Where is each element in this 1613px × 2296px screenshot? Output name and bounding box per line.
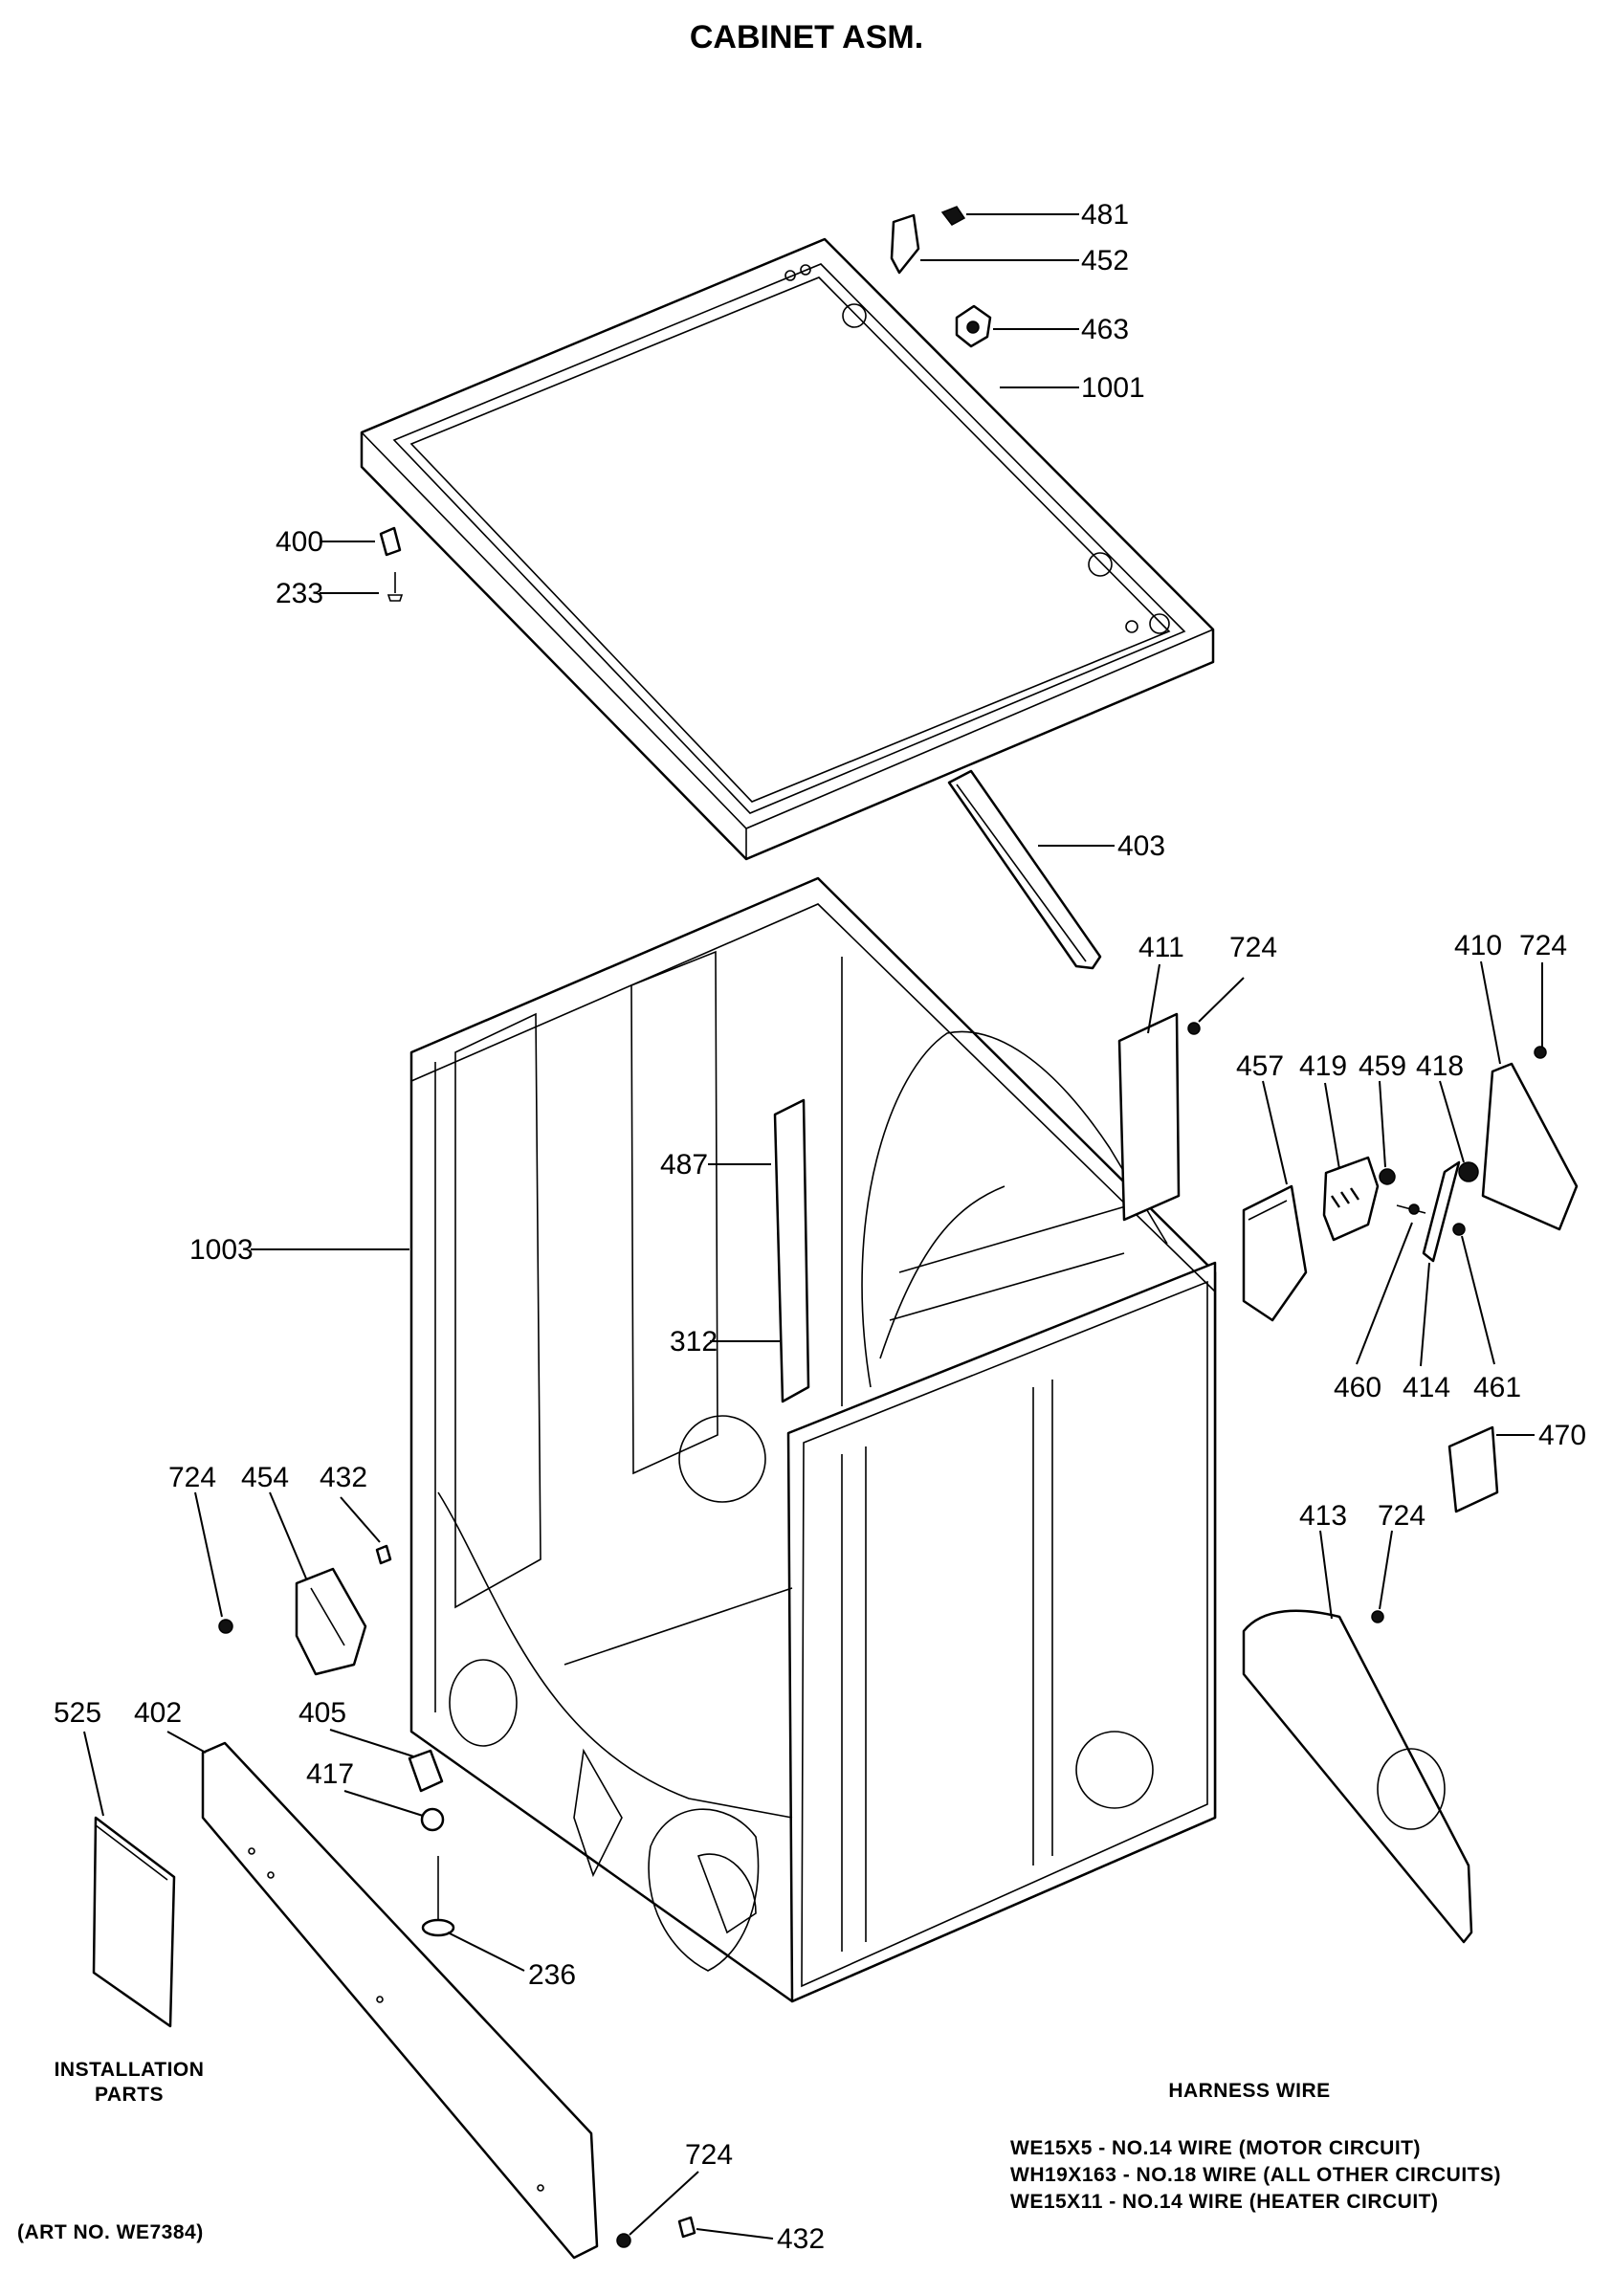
- panel-413: [1242, 1609, 1473, 1944]
- callout-481: 481: [1081, 199, 1129, 231]
- callout-403: 403: [1117, 830, 1165, 862]
- screw-460: [1396, 1203, 1426, 1215]
- callout-452: 452: [1081, 245, 1129, 276]
- part-454: [295, 1567, 367, 1676]
- cabinet-body-1003: [409, 876, 1217, 2003]
- callout-487: 487: [660, 1149, 708, 1181]
- installation-parts-label-2: PARTS: [95, 2084, 164, 2106]
- callout-461: 461: [1473, 1372, 1521, 1403]
- callout-414: 414: [1403, 1372, 1450, 1403]
- callout-460: 460: [1334, 1372, 1381, 1403]
- leveling-leg-236: [421, 1856, 455, 1937]
- strap-414: [1422, 1160, 1461, 1263]
- screw-724-mid: [1371, 1610, 1384, 1623]
- callout-419: 419: [1299, 1050, 1347, 1082]
- part-432-upper: [375, 1544, 392, 1565]
- callout-724-a: 724: [1229, 932, 1277, 963]
- callout-724-e: 724: [685, 2139, 733, 2171]
- screw-724-right: [1534, 1046, 1547, 1059]
- callout-432-a: 432: [320, 1462, 367, 1493]
- callout-525: 525: [54, 1697, 101, 1729]
- callout-459: 459: [1359, 1050, 1406, 1082]
- nut-417: [420, 1807, 445, 1832]
- cover-410: [1481, 1062, 1579, 1231]
- bracket-411: [1117, 1012, 1181, 1222]
- callout-400: 400: [276, 526, 323, 558]
- part-459: [1379, 1168, 1396, 1185]
- part-481: [940, 206, 966, 226]
- screw-724-left: [218, 1619, 233, 1634]
- callout-724-d: 724: [1378, 1500, 1425, 1532]
- art-number: (ART NO. WE7384): [17, 2221, 204, 2243]
- callout-1001: 1001: [1081, 372, 1145, 404]
- part-461: [1452, 1223, 1466, 1236]
- part-418: [1458, 1161, 1479, 1182]
- callout-470: 470: [1538, 1420, 1586, 1451]
- screw-724-bottom: [616, 2233, 631, 2248]
- callout-724-c: 724: [168, 1462, 216, 1493]
- callout-724-b: 724: [1519, 930, 1567, 961]
- callout-432-b: 432: [777, 2223, 825, 2255]
- callout-418: 418: [1416, 1050, 1464, 1082]
- leader-lines: [83, 213, 1543, 2240]
- callout-233: 233: [276, 578, 323, 609]
- part-463: [955, 304, 992, 348]
- terminal-block-419: [1322, 1156, 1380, 1242]
- installation-bag-525: [92, 1816, 176, 2028]
- bracket-457: [1242, 1184, 1308, 1322]
- part-452: [890, 213, 920, 275]
- part-405: [408, 1749, 444, 1793]
- top-panel-1001: [360, 237, 1215, 861]
- callout-413: 413: [1299, 1500, 1347, 1532]
- toe-panel-402: [201, 1741, 599, 2260]
- callouts: 481 452 463 1001 400 233 403 411 724 410…: [54, 199, 1586, 2255]
- callout-457: 457: [1236, 1050, 1284, 1082]
- installation-parts-label-1: INSTALLATION: [55, 2059, 205, 2081]
- part-400: [379, 526, 402, 557]
- callout-411: 411: [1138, 932, 1184, 963]
- callout-410: 410: [1454, 930, 1502, 961]
- duct-487: [773, 1098, 810, 1403]
- harness-line-3: WE15X11 - NO.14 WIRE (HEATER CIRCUIT): [1010, 2191, 1439, 2213]
- part-432-lower: [677, 2216, 696, 2239]
- cover-470: [1447, 1425, 1499, 1513]
- callout-1003: 1003: [189, 1234, 254, 1266]
- callout-312: 312: [670, 1326, 718, 1358]
- screw-724-top: [1187, 1022, 1201, 1035]
- callout-405: 405: [298, 1697, 346, 1729]
- harness-line-1: WE15X5 - NO.14 WIRE (MOTOR CIRCUIT): [1010, 2137, 1421, 2159]
- harness-line-2: WH19X163 - NO.18 WIRE (ALL OTHER CIRCUIT…: [1010, 2164, 1501, 2186]
- harness-heading: HARNESS WIRE: [1168, 2080, 1330, 2102]
- callout-417: 417: [306, 1758, 354, 1790]
- callout-402: 402: [134, 1697, 182, 1729]
- callout-463: 463: [1081, 314, 1129, 345]
- support-403: [947, 769, 1102, 970]
- diagram-title: CABINET ASM.: [690, 19, 923, 55]
- callout-454: 454: [241, 1462, 289, 1493]
- part-233: [387, 572, 404, 602]
- callout-236: 236: [528, 1959, 576, 1991]
